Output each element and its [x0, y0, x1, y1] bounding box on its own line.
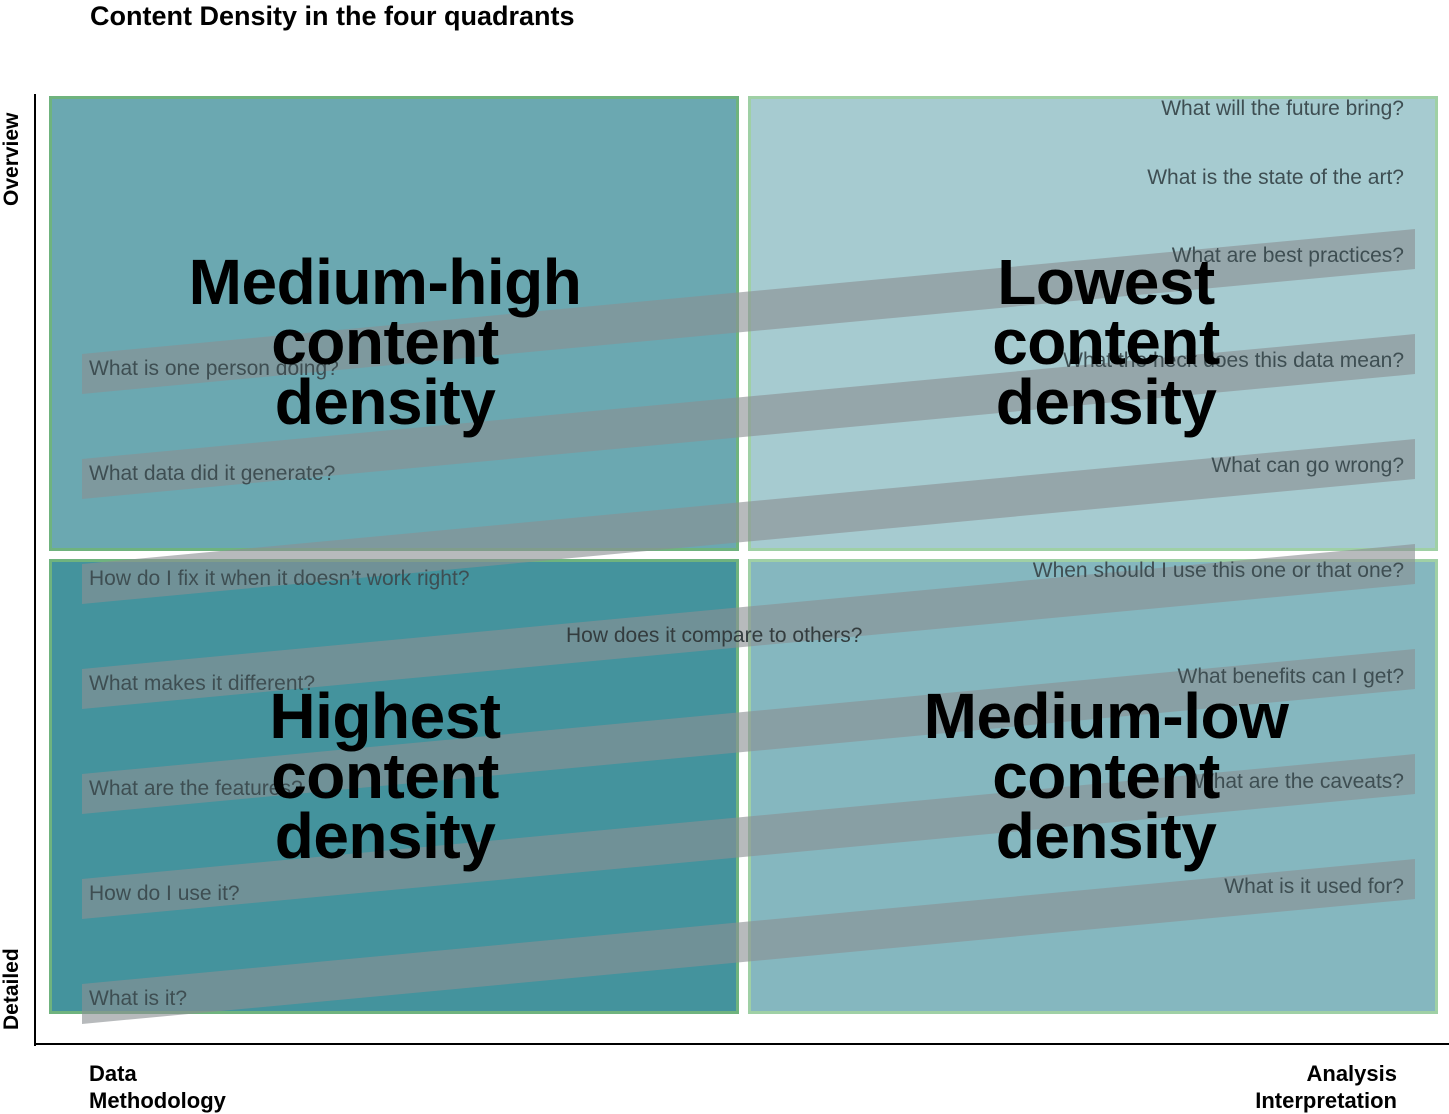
quadrant-label-line: Highest	[269, 680, 501, 752]
question-left: What is it?	[89, 987, 188, 1010]
question-right: When should I use this one or that one?	[1032, 559, 1404, 582]
quadrant-label-line: content	[271, 740, 499, 812]
quadrant-label-lowest: Lowest content density	[761, 246, 1449, 438]
x-axis-label-line: Analysis	[1306, 1061, 1398, 1086]
quadrant-label-line: content	[992, 740, 1220, 812]
question-left: How do I fix it when it doesn’t work rig…	[89, 567, 470, 590]
chart-title: Content Density in the four quadrants	[90, 1, 575, 31]
x-axis-label-line: Methodology	[89, 1088, 226, 1113]
question-right: What can go wrong?	[1211, 454, 1404, 477]
x-axis-label-analysis-interpretation: Analysis Interpretation	[1255, 1060, 1397, 1114]
quadrant-label-line: density	[995, 800, 1217, 872]
y-axis-label-detailed: Detailed	[0, 948, 23, 1030]
quadrant-label-highest: Highest content density	[40, 680, 730, 872]
quadrant-label-line: Lowest	[997, 246, 1215, 318]
quadrant-label-line: content	[992, 306, 1220, 378]
question-right: What is the state of the art?	[1147, 166, 1404, 189]
x-axis-line	[34, 1043, 1449, 1045]
question-right: What is it used for?	[1224, 875, 1404, 898]
question-center: How does it compare to others?	[566, 624, 863, 647]
y-axis-line	[34, 94, 36, 1046]
y-axis-label-overview: Overview	[0, 112, 23, 206]
quadrant-label-line: density	[274, 366, 496, 438]
question-right: What will the future bring?	[1161, 97, 1404, 120]
x-axis-label-line: Interpretation	[1255, 1088, 1397, 1113]
quadrant-label-line: density	[995, 366, 1217, 438]
quadrant-label-line: Medium-high	[188, 246, 582, 318]
quadrant-label-medium-low: Medium-low content density	[761, 680, 1449, 872]
quadrant-label-line: content	[271, 306, 499, 378]
x-axis-label-data-methodology: Data Methodology	[89, 1060, 226, 1114]
question-left: What data did it generate?	[89, 462, 336, 485]
quadrant-label-medium-high: Medium-high content density	[40, 246, 730, 438]
question-left: How do I use it?	[89, 882, 240, 905]
x-axis-label-line: Data	[89, 1061, 137, 1086]
quadrant-label-line: Medium-low	[923, 680, 1289, 752]
quadrant-label-line: density	[274, 800, 496, 872]
